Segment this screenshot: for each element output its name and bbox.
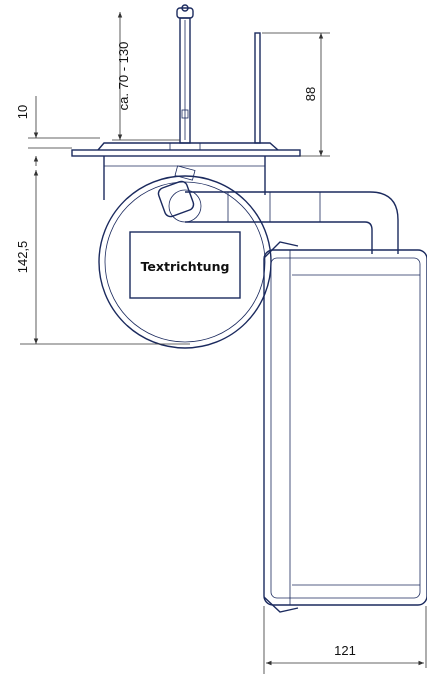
cable-gland — [157, 180, 202, 223]
probe-rod — [254, 32, 261, 144]
dimension-label-probe-length: 88 — [303, 87, 318, 101]
dimension-height: 142,5 — [15, 170, 190, 345]
dimension-label-flange-thickness: 10 — [15, 105, 30, 119]
label-text-direction: Textrichtung — [141, 259, 230, 274]
flange-plate — [71, 142, 301, 157]
dimension-width: 121 — [263, 606, 427, 674]
dimension-label-mount-range: ca. 70 - 130 — [116, 42, 131, 111]
dimension-label-width: 121 — [334, 643, 356, 658]
housing-neck — [103, 156, 266, 200]
rectangular-enclosure — [263, 241, 427, 613]
round-housing — [98, 165, 272, 349]
mounting-rod — [176, 4, 194, 144]
dimension-flange-thickness: 10 — [15, 96, 100, 166]
dimension-mount-range: ca. 70 - 130 — [112, 12, 180, 141]
dimension-label-height: 142,5 — [15, 241, 30, 274]
connecting-tube — [185, 191, 399, 254]
label-plate: Textrichtung — [129, 231, 241, 299]
dimension-probe-length: 88 — [262, 32, 330, 157]
